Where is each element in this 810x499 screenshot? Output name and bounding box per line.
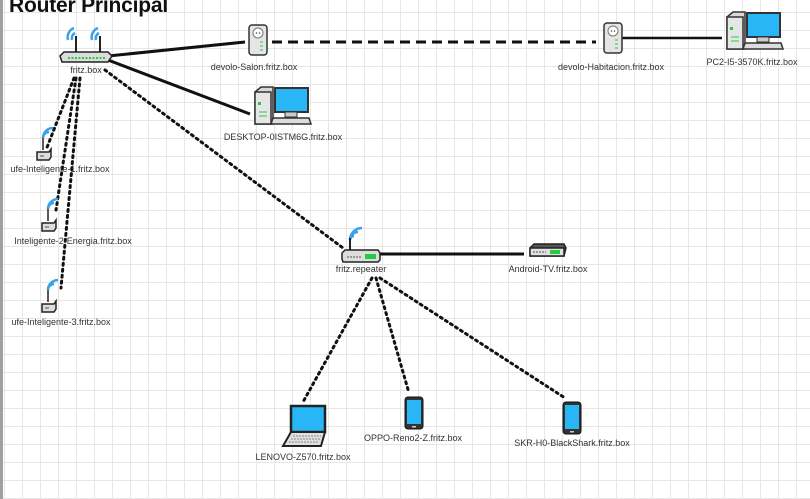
smart-plug-icon [41, 197, 59, 232]
link-router-repeater[interactable] [103, 68, 345, 250]
node-label-enchufe-3: ufe-Inteligente-3.fritz.box [11, 317, 111, 327]
node-label-blackshark: SKR-H0-BlackShark.fritz.box [514, 438, 630, 448]
node-label-oppo: OPPO-Reno2-Z.fritz.box [363, 433, 463, 443]
desktop-computer-icon [254, 86, 313, 125]
node-enchufe-2[interactable] [39, 195, 63, 233]
node-label: fritz.box [70, 65, 102, 75]
node-label-enchufe-1: ufe-Inteligente-1.fritz.box [10, 164, 110, 174]
node-lenovo[interactable] [279, 404, 331, 450]
powerline-adapter-icon [603, 22, 623, 54]
node-router[interactable]: fritz.box [56, 22, 116, 78]
node-label-lenovo: LENOVO-Z570.fritz.box [255, 452, 351, 462]
node-desktop[interactable] [251, 86, 313, 128]
node-devolo-habitacion[interactable] [601, 20, 627, 60]
diagram-title: Router Principal [9, 0, 168, 17]
node-label-devolo-habitacion: devolo-Habitacion.fritz.box [557, 62, 665, 72]
link-repeater-oppo[interactable] [374, 276, 411, 395]
link-router-devolo-salon[interactable] [107, 40, 246, 58]
link-router-desktop[interactable] [107, 58, 251, 116]
set-top-box-icon [529, 243, 567, 257]
node-label-enchufe-2: Inteligente-2-Energia.fritz.box [14, 236, 132, 246]
smart-plug-icon [36, 126, 54, 161]
link-repeater-blackshark[interactable] [378, 276, 567, 400]
repeater-icon [341, 226, 381, 263]
link-repeater-lenovo[interactable] [301, 276, 374, 404]
node-label-pc2: PC2-I5-3570K.fritz.box [706, 57, 798, 67]
node-devolo-salon[interactable] [246, 22, 276, 62]
node-label-desktop: DESKTOP-0ISTM6G.fritz.box [223, 132, 343, 142]
laptop-icon [281, 404, 327, 447]
node-label-repeater: fritz.repeater [335, 264, 387, 274]
desktop-computer-icon [726, 11, 785, 50]
link-router-enchufe1[interactable] [44, 76, 76, 152]
link-router-enchufe3[interactable] [59, 76, 82, 290]
node-label-android-tv: Android-TV.fritz.box [508, 264, 588, 274]
link-router-enchufe2[interactable] [54, 76, 78, 212]
node-blackshark[interactable] [562, 401, 582, 435]
node-oppo[interactable] [404, 396, 424, 430]
router-icon [59, 26, 113, 63]
powerline-adapter-icon [248, 24, 268, 56]
smart-plug-icon [41, 278, 59, 313]
node-android-tv[interactable] [528, 240, 568, 264]
node-pc2[interactable] [723, 11, 785, 53]
smartphone-icon [562, 401, 582, 435]
node-enchufe-3[interactable] [39, 276, 63, 314]
node-repeater[interactable] [340, 222, 386, 266]
node-label-devolo-salon: devolo-Salon.fritz.box [210, 62, 298, 72]
node-enchufe-1[interactable] [34, 124, 58, 162]
smartphone-icon [404, 396, 424, 430]
